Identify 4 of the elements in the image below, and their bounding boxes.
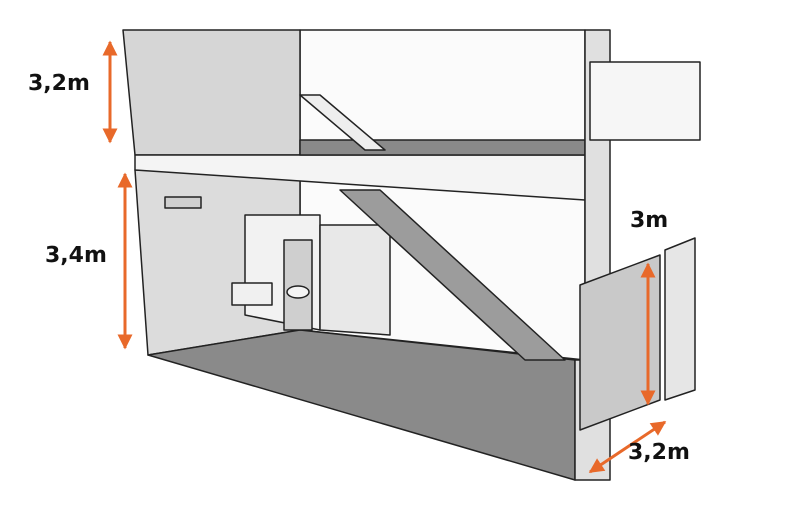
dimension-label: 3,2m (628, 442, 690, 464)
dimension-label: 3m (630, 210, 668, 232)
dimension-label: 3,2m (28, 73, 90, 95)
dimension-label: 3,4m (45, 245, 107, 267)
